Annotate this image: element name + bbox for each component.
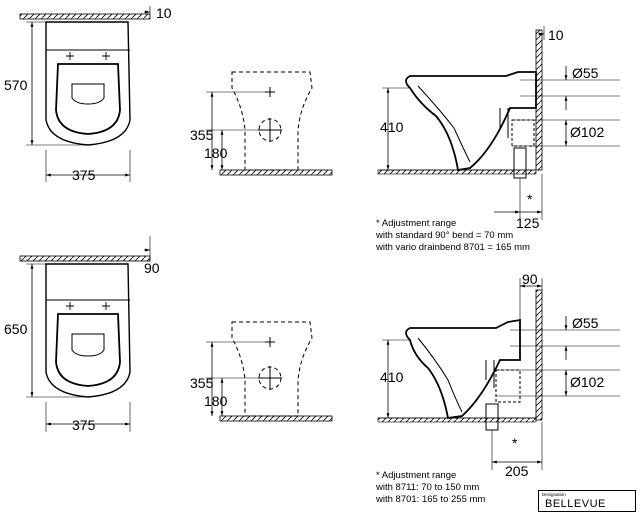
plan-view-top bbox=[19, 6, 151, 182]
plan-view-bottom bbox=[19, 236, 151, 432]
designation-label: Designation bbox=[542, 492, 566, 497]
plan-width-label: 375 bbox=[72, 417, 96, 433]
rear-view-bottom bbox=[206, 321, 333, 422]
side-pipe-b-label: Ø102 bbox=[570, 374, 604, 390]
side-view-top bbox=[377, 26, 620, 220]
side-mark-label: * bbox=[512, 435, 518, 451]
plan-offset-label: 10 bbox=[156, 5, 172, 21]
plan-offset-label: 90 bbox=[144, 260, 160, 276]
rear-height-b-label: 180 bbox=[204, 145, 228, 161]
product-name: BELLEVUE bbox=[545, 498, 606, 510]
side-offset-label: 10 bbox=[548, 27, 564, 43]
rear-height-a-label: 355 bbox=[190, 127, 214, 143]
side-height-label: 410 bbox=[380, 119, 404, 135]
side-outlet-label: 205 bbox=[505, 463, 529, 479]
side-view-bottom bbox=[377, 278, 620, 470]
note-line: with standard 90° bend = 70 mm bbox=[376, 230, 514, 241]
side-offset-label: 90 bbox=[522, 271, 538, 287]
rear-height-a-label: 355 bbox=[190, 375, 214, 391]
adjustment-note-bottom: * Adjustment range with 8711: 70 to 150 … bbox=[376, 470, 485, 506]
side-mark-label: * bbox=[527, 191, 533, 207]
rear-view-top bbox=[206, 71, 333, 176]
note-line: with 8711: 70 to 150 mm bbox=[376, 482, 480, 493]
note-line: * Adjustment range bbox=[376, 218, 457, 229]
side-height-label: 410 bbox=[380, 369, 404, 385]
rear-height-b-label: 180 bbox=[204, 393, 228, 409]
side-outlet-label: 125 bbox=[516, 215, 540, 231]
plan-depth-label: 650 bbox=[4, 321, 28, 337]
side-pipe-b-label: Ø102 bbox=[570, 124, 604, 140]
product-title-block: Designation BELLEVUE bbox=[538, 490, 636, 512]
side-pipe-a-label: Ø55 bbox=[572, 65, 599, 81]
plan-depth-label: 570 bbox=[4, 77, 28, 93]
note-line: with 8701: 165 to 255 mm bbox=[376, 494, 486, 505]
adjustment-note-top: * Adjustment range with standard 90° ben… bbox=[376, 218, 530, 254]
note-line: * Adjustment range bbox=[376, 470, 457, 481]
note-line: with vario drainbend 8701 = 165 mm bbox=[376, 242, 530, 253]
side-pipe-a-label: Ø55 bbox=[572, 315, 599, 331]
plan-width-label: 375 bbox=[72, 167, 96, 183]
